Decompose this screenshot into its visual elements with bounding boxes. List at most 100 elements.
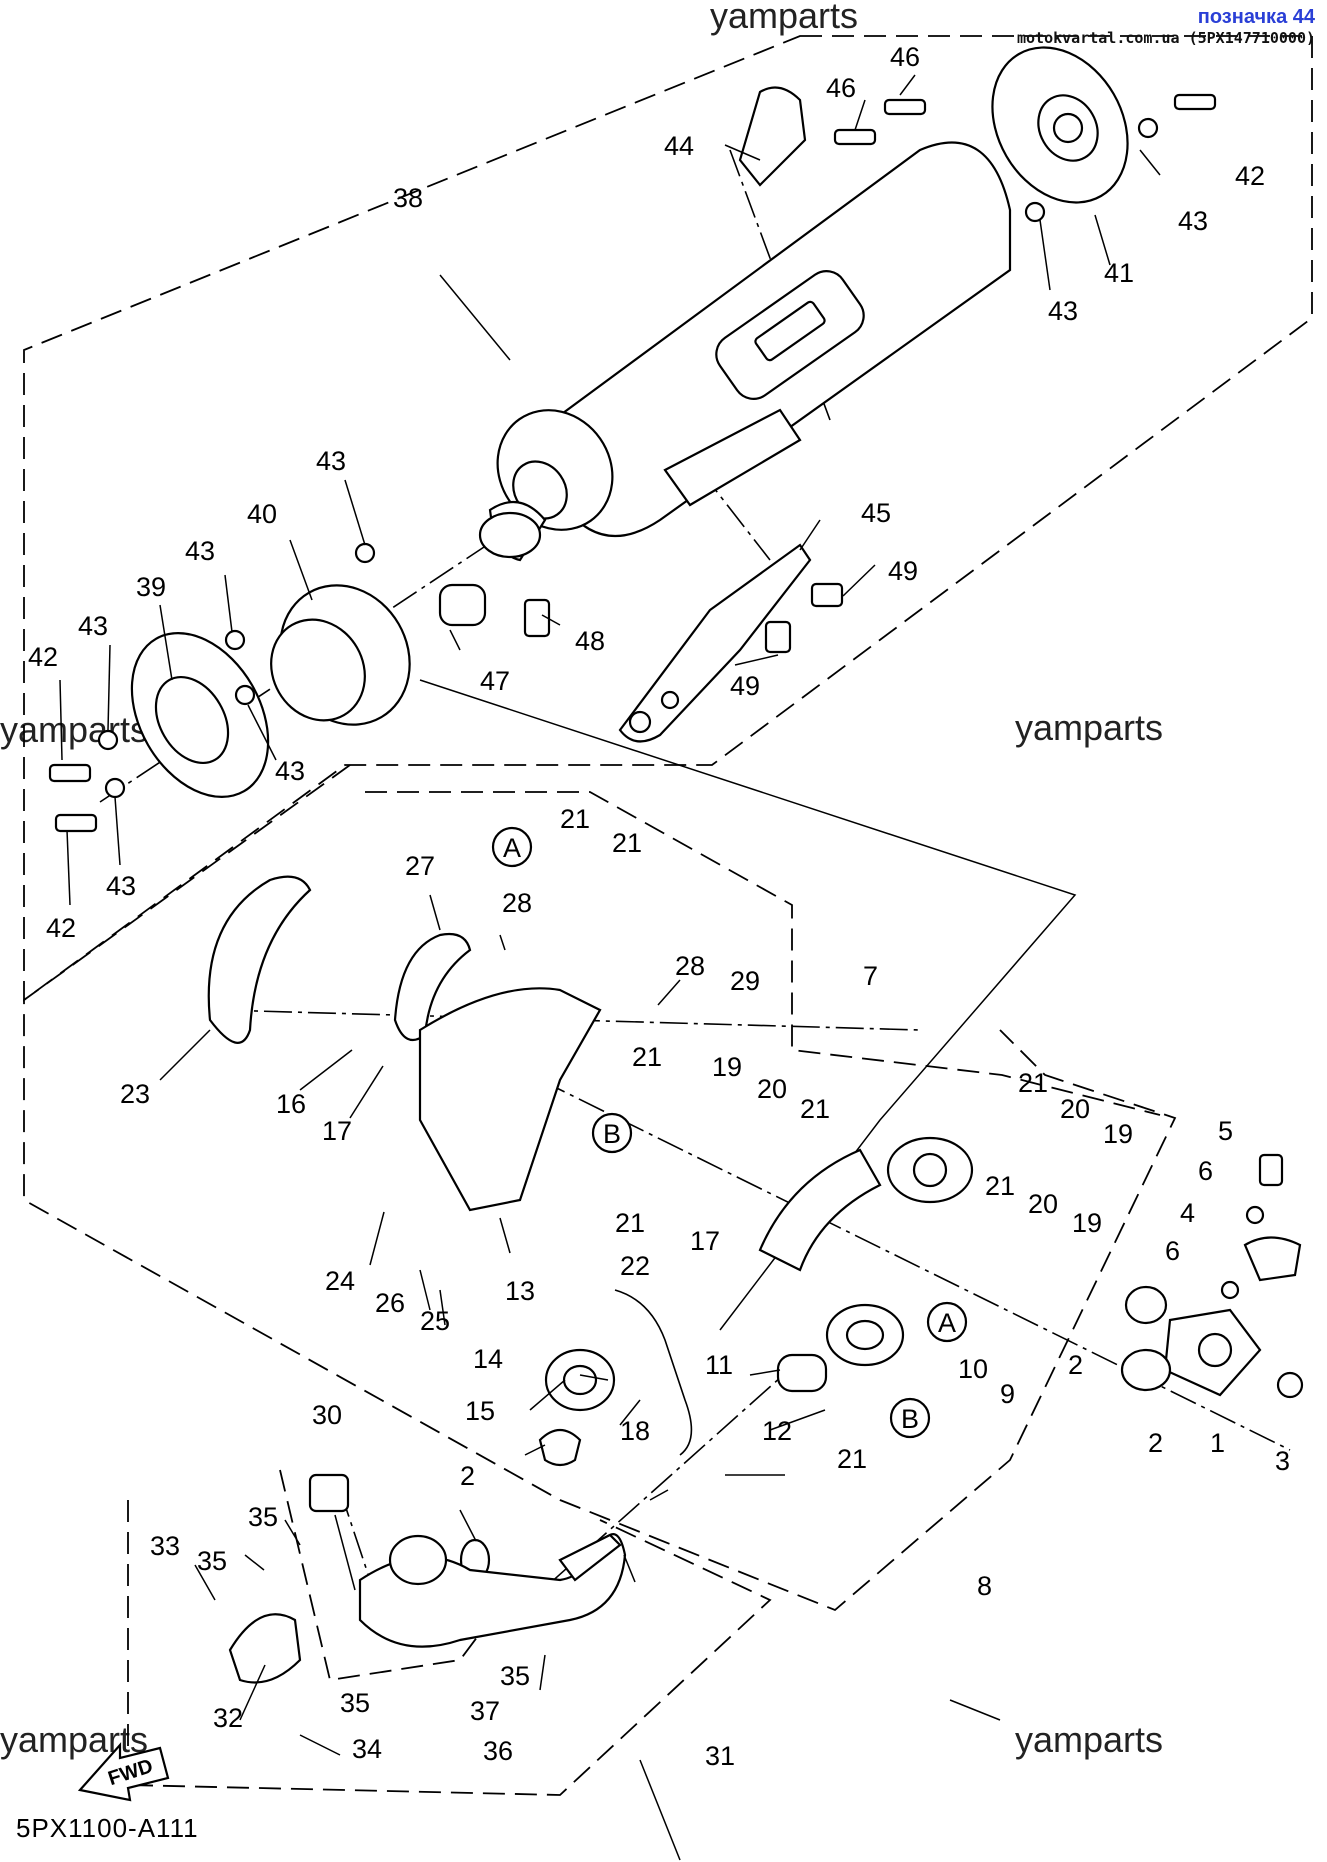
watermark-top: yamparts xyxy=(710,0,858,36)
washer-43d xyxy=(224,629,246,651)
callout-38: 38 xyxy=(393,183,423,213)
pipe-flange-31 xyxy=(388,1534,448,1586)
exhaust-elbow xyxy=(758,1148,905,1367)
callout-18: 18 xyxy=(620,1416,650,1446)
muffler-clamp xyxy=(478,511,542,559)
sleeve-30 xyxy=(308,1473,350,1513)
gasket-2b xyxy=(1120,1348,1172,1392)
callout-20-a: 20 xyxy=(757,1074,787,1104)
centerline-sleeve xyxy=(339,1489,391,1641)
callout-6-a: 6 xyxy=(1198,1156,1213,1186)
centerline-clamp xyxy=(499,1059,1291,1451)
callout-25: 25 xyxy=(420,1306,450,1336)
bolt-42-top xyxy=(1173,93,1217,111)
heat-protector-13 xyxy=(418,987,602,1212)
bolt-46b xyxy=(833,128,877,146)
svg-text:A: A xyxy=(938,1308,956,1338)
callout-42-top: 42 xyxy=(1235,161,1265,191)
callout-41: 41 xyxy=(1104,258,1134,288)
callout-49-b: 49 xyxy=(730,671,760,701)
washer-6a xyxy=(1245,1205,1265,1225)
heat-protector-23 xyxy=(207,875,312,1044)
callout-21-b: 21 xyxy=(612,828,642,858)
callout-42-a: 42 xyxy=(28,642,58,672)
callout-19-c: 19 xyxy=(1072,1208,1102,1238)
lower-pipe-tail xyxy=(558,1533,622,1582)
pipe-end-32 xyxy=(228,1613,302,1684)
callout-2-a: 2 xyxy=(1068,1350,1083,1380)
callout-23: 23 xyxy=(120,1079,150,1109)
callout-32: 32 xyxy=(213,1703,243,1733)
washer-43a xyxy=(1137,117,1159,139)
callout-42-b: 42 xyxy=(46,913,76,943)
mount-bracket xyxy=(738,86,807,187)
callout-21-f: 21 xyxy=(985,1171,1015,1201)
bolt-5 xyxy=(1258,1153,1284,1187)
fwd-arrow-icon: FWD xyxy=(77,1742,170,1802)
nut-3 xyxy=(1276,1371,1304,1399)
callout-19-a: 19 xyxy=(712,1052,742,1082)
callout-33: 33 xyxy=(150,1531,180,1561)
watermark-right: yamparts xyxy=(1015,707,1163,748)
bushing-47 xyxy=(438,583,487,627)
callout-3: 3 xyxy=(1275,1446,1290,1476)
callout-7: 7 xyxy=(863,961,878,991)
group-bracket-14-15 xyxy=(614,1289,693,1456)
callout-9: 9 xyxy=(1000,1379,1015,1409)
callout-14: 14 xyxy=(473,1344,503,1374)
callout-2-b: 2 xyxy=(1148,1428,1163,1458)
callout-12: 12 xyxy=(762,1416,792,1446)
callout-5: 5 xyxy=(1218,1116,1233,1146)
bolt-48 xyxy=(523,598,551,638)
callout-2-c: 2 xyxy=(460,1461,475,1491)
callout-13: 13 xyxy=(505,1276,535,1306)
leader-lines xyxy=(59,74,1161,1861)
joint-1 xyxy=(1163,1308,1262,1397)
gasket-11 xyxy=(776,1353,828,1393)
callout-16: 16 xyxy=(276,1089,306,1119)
callout-46: 46 xyxy=(826,73,856,103)
callout-43-c: 43 xyxy=(275,756,305,786)
callout-35-c: 35 xyxy=(500,1661,530,1691)
callout-21-h: 21 xyxy=(837,1444,867,1474)
callout-1: 1 xyxy=(1210,1428,1225,1458)
washer-43e xyxy=(234,684,256,706)
callout-28-b: 28 xyxy=(675,951,705,981)
svg-text:B: B xyxy=(603,1119,621,1149)
bolt-49b xyxy=(764,620,792,654)
clamp-14 xyxy=(544,1348,616,1412)
heat-protector-27 xyxy=(393,932,472,1042)
front-cap-ring xyxy=(130,631,270,799)
callout-36: 36 xyxy=(483,1736,513,1766)
callout-10: 10 xyxy=(958,1354,988,1384)
gasket-2a xyxy=(1124,1285,1168,1325)
callout-31: 31 xyxy=(705,1741,735,1771)
callout-43-b: 43 xyxy=(78,611,108,641)
centerline-protector xyxy=(219,1009,921,1031)
callout-49-a: 49 xyxy=(888,556,918,586)
callout-6-b: 6 xyxy=(1165,1236,1180,1266)
pipe-group-outline xyxy=(23,764,1177,1612)
bolt-49a xyxy=(810,582,844,608)
callout-19-b: 19 xyxy=(1103,1119,1133,1149)
watermark-bottom-left: yamparts xyxy=(0,1719,148,1760)
callout-43-d: 43 xyxy=(106,871,136,901)
source-badge: позначка 44 motokvartal.com.ua (5PX14771… xyxy=(1017,6,1315,47)
washer-43b xyxy=(1024,201,1046,223)
callout-22: 22 xyxy=(620,1251,650,1281)
ref-circle-a-top: A xyxy=(491,826,533,868)
washer-6b xyxy=(1220,1280,1240,1300)
callout-44: 44 xyxy=(664,131,694,161)
bolt-42a xyxy=(48,763,92,783)
ref-circle-a-bottom: A xyxy=(926,1301,968,1343)
callout-26: 26 xyxy=(375,1288,405,1318)
callout-43-a: 43 xyxy=(185,536,215,566)
ref-circle-b-top: B xyxy=(591,1112,633,1154)
callout-labels: 38 44 46 46 42 43 41 43 45 49 49 48 47 4… xyxy=(28,42,1290,1771)
callout-48: 48 xyxy=(575,626,605,656)
callout-21-d: 21 xyxy=(800,1094,830,1124)
bracket-4 xyxy=(1243,1236,1302,1282)
callout-24: 24 xyxy=(325,1266,355,1296)
callout-27: 27 xyxy=(405,851,435,881)
callout-29: 29 xyxy=(730,966,760,996)
